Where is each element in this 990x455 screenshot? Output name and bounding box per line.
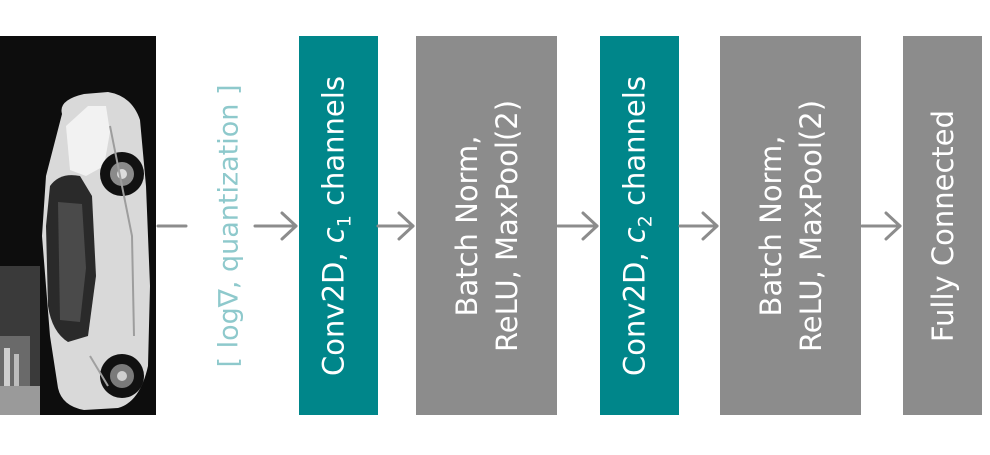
preprocessing-label: [ log∇, quantization ] xyxy=(214,84,245,367)
fully-connected-label: Fully Connected xyxy=(925,109,960,342)
batchnorm-relu-maxpool-layer-2: Batch Norm, ReLU, MaxPool(2) xyxy=(720,36,861,415)
conv2d-layer-2-label: Conv2D, c2 channels xyxy=(617,75,656,376)
arrow-bn2-to-fc-icon xyxy=(860,211,902,241)
arrow-conv1-to-bn1-icon xyxy=(376,211,415,241)
input-image xyxy=(0,36,156,415)
batchnorm-layer-2-line1: Batch Norm, xyxy=(753,135,788,316)
conv2d-layer-1-label: Conv2D, c1 channels xyxy=(316,75,355,376)
conv2d-layer-2: Conv2D, c2 channels xyxy=(600,36,679,415)
preprocessing-label-box: [ log∇, quantization ] xyxy=(150,36,310,415)
batchnorm-layer-1-line2: ReLU, MaxPool(2) xyxy=(489,99,524,352)
conv2d-layer-1: Conv2D, c1 channels xyxy=(299,36,378,415)
batchnorm-layer-1-line1: Batch Norm, xyxy=(449,135,484,316)
batchnorm-relu-maxpool-layer-1: Batch Norm, ReLU, MaxPool(2) xyxy=(416,36,557,415)
arrow-conv2-to-bn2-icon xyxy=(678,211,719,241)
fully-connected-layer: Fully Connected xyxy=(903,36,982,415)
batchnorm-layer-2-line2: ReLU, MaxPool(2) xyxy=(793,99,828,352)
car-photo-icon xyxy=(0,36,156,415)
arrow-bn1-to-conv2-icon xyxy=(556,211,599,241)
